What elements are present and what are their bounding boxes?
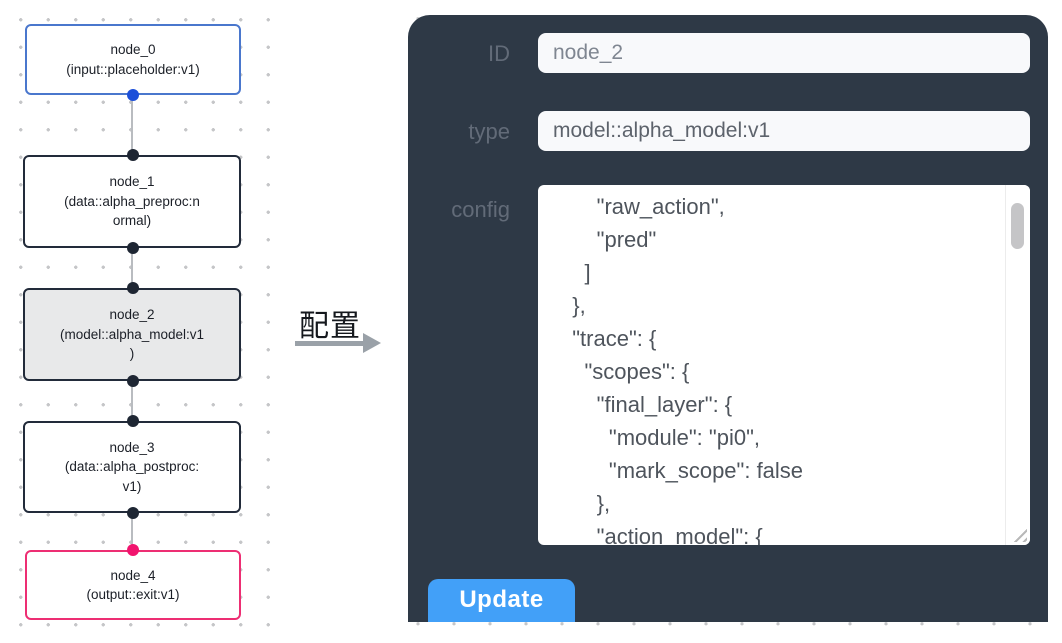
- config-scrollbar-thumb[interactable]: [1011, 203, 1024, 249]
- id-input[interactable]: [538, 33, 1030, 73]
- config-annotation-label: 配置: [299, 310, 361, 343]
- edge-node0-node1: [131, 95, 133, 155]
- id-field-label: ID: [488, 41, 510, 66]
- type-input[interactable]: [538, 111, 1030, 151]
- node-label: node_3 (data::alpha_postproc: v1): [64, 439, 200, 494]
- port-dot-node1-in: [127, 149, 139, 161]
- config-field-label: config: [451, 197, 510, 222]
- flow-node-node_2-selected[interactable]: node_2 (model::alpha_model:v1 ): [23, 288, 241, 381]
- flow-node-node_0[interactable]: node_0 (input::placeholder:v1): [25, 24, 241, 95]
- edge-node2-node3: [131, 381, 133, 421]
- port-dot-node2-in: [127, 282, 139, 294]
- config-textarea[interactable]: "raw_action", "pred" ] }, "trace": { "sc…: [538, 185, 1030, 545]
- flow-canvas: node_0 (input::placeholder:v1) node_1 (d…: [0, 0, 272, 643]
- node-label: node_4 (output::exit:v1): [86, 567, 180, 603]
- arrow-shaft: [295, 341, 365, 346]
- flow-node-node_3[interactable]: node_3 (data::alpha_postproc: v1): [23, 421, 241, 513]
- arrow-head: [363, 333, 381, 353]
- port-dot-node2-out: [127, 375, 139, 387]
- right-arrow-icon: [295, 333, 383, 353]
- node-label: node_2 (model::alpha_model:v1 ): [59, 307, 205, 362]
- port-dot-node3-in: [127, 415, 139, 427]
- node-label: node_0 (input::placeholder:v1): [66, 42, 200, 77]
- edge-node1-node2: [131, 248, 133, 288]
- type-field-label: type: [468, 119, 510, 144]
- port-dot-node4-in: [127, 544, 139, 556]
- config-json-text: "raw_action", "pred" ] }, "trace": { "sc…: [572, 194, 804, 545]
- flow-node-node_1[interactable]: node_1 (data::alpha_preproc:n ormal): [23, 155, 241, 248]
- port-dot-node1-out: [127, 242, 139, 254]
- update-button[interactable]: Update: [428, 579, 575, 622]
- update-button-label: Update: [459, 586, 544, 613]
- flow-node-node_4[interactable]: node_4 (output::exit:v1): [25, 550, 241, 620]
- node-label: node_1 (data::alpha_preproc:n ormal): [64, 174, 200, 229]
- edge-node3-node4: [131, 513, 133, 550]
- port-dot-node0-out: [127, 89, 139, 101]
- config-scrollbar[interactable]: [1005, 185, 1030, 545]
- port-dot-node3-out: [127, 507, 139, 519]
- node-config-panel: ID type config "raw_action", "pred" ] },…: [408, 15, 1048, 622]
- panel-canvas: ID type config "raw_action", "pred" ] },…: [390, 0, 1062, 643]
